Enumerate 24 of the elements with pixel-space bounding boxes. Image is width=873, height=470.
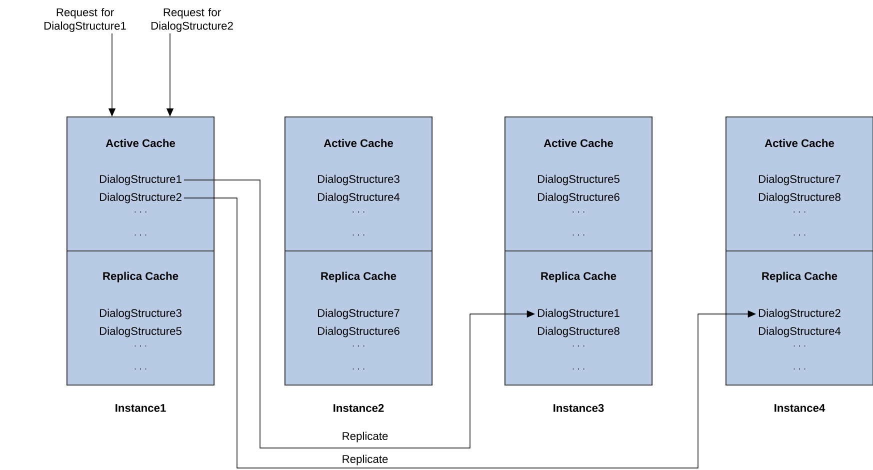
- entry-text: DialogStructure4: [758, 326, 841, 338]
- entry-text: DialogStructure2: [100, 192, 182, 204]
- entry-text: DialogStructure7: [758, 174, 840, 186]
- entry-text: DialogStructure4: [318, 192, 400, 204]
- entry-text: DialogStructure3: [318, 174, 400, 186]
- request-label: Request for DialogStructure2: [151, 8, 233, 32]
- entry-text: DialogStructure7: [318, 308, 400, 320]
- entry-text: DialogStructure1: [538, 308, 620, 320]
- edge-label: Replicate: [342, 454, 388, 466]
- instance-label: Instance3: [554, 404, 604, 412]
- request-label: Request for DialogStructure1: [44, 8, 126, 32]
- entry-text: DialogStructure8: [538, 326, 620, 338]
- edge-label: Replicate: [342, 432, 388, 442]
- entry-text: DialogStructure5: [100, 326, 182, 338]
- entry-text: DialogStructure6: [538, 192, 620, 204]
- entry-text: DialogStructure3: [100, 308, 182, 320]
- entry-text: DialogStructure8: [758, 192, 840, 204]
- entry-text: DialogStructure2: [758, 308, 840, 320]
- instance-label: Instance1: [116, 404, 166, 412]
- instance-label: Instance2: [334, 404, 384, 412]
- entry-text: DialogStructure6: [318, 326, 400, 338]
- entry-text: DialogStructure5: [538, 174, 620, 186]
- entry-text: DialogStructure1: [100, 174, 182, 186]
- instance-label: Instance4: [774, 404, 826, 412]
